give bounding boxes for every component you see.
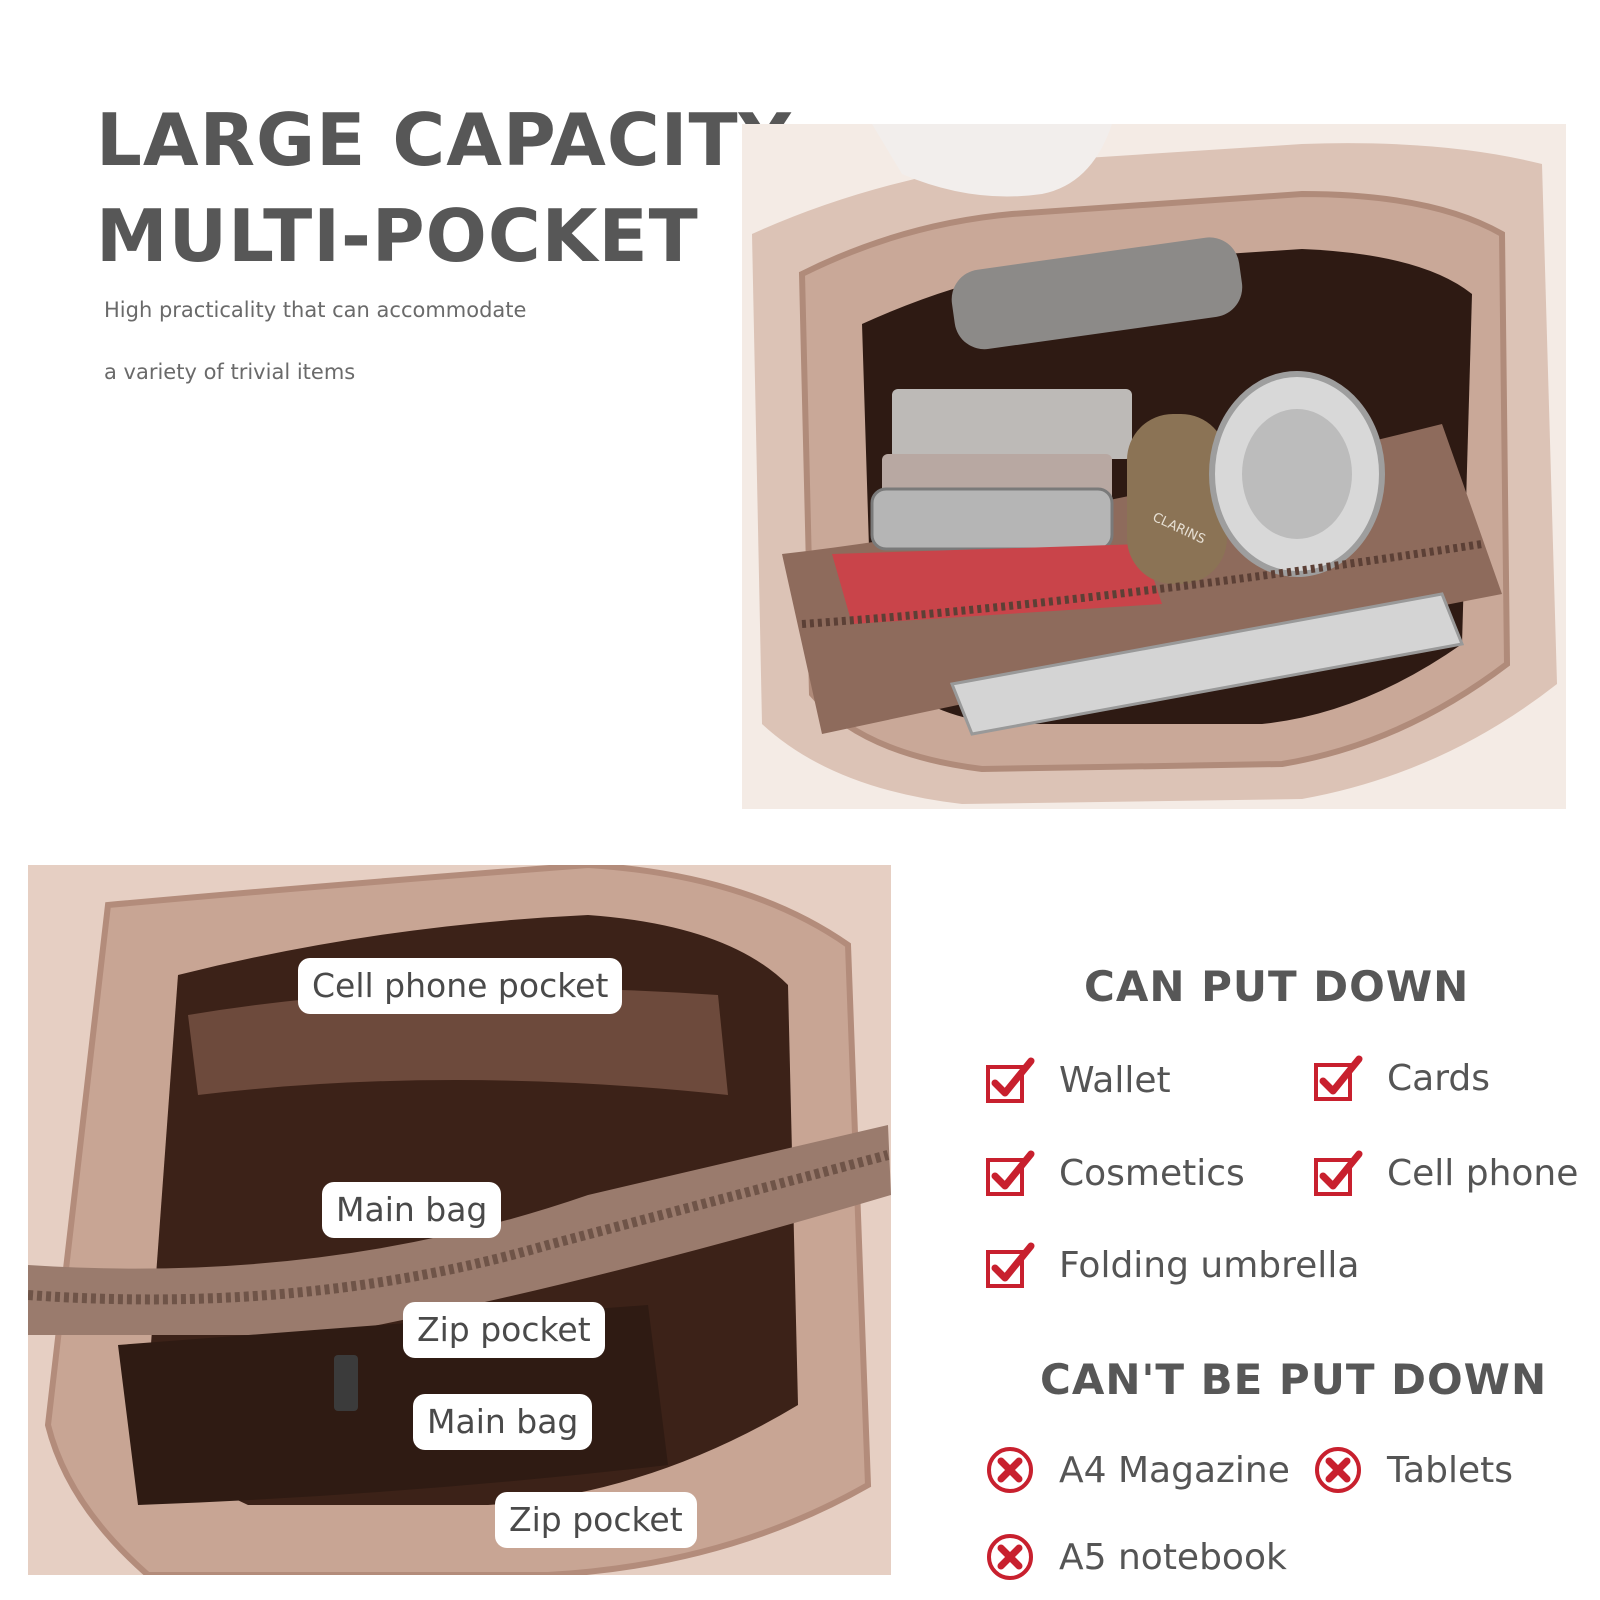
cant-put-down-heading: CAN'T BE PUT DOWN	[1040, 1355, 1548, 1404]
disallowed-item-label: A5 notebook	[1059, 1536, 1287, 1578]
allowed-item-label: Cards	[1387, 1057, 1490, 1099]
disallowed-item-label: Tablets	[1387, 1449, 1513, 1491]
bag-contents-photo: CLARINS	[742, 124, 1566, 809]
cross-circle-icon	[987, 1447, 1033, 1493]
checkmark-icon	[986, 1150, 1035, 1196]
callout-main-bag-lower: Main bag	[413, 1394, 593, 1450]
disallowed-item-a4-magazine: A4 Magazine	[985, 1445, 1290, 1495]
callout-main-bag: Main bag	[322, 1182, 502, 1238]
checkmark-icon	[1314, 1150, 1363, 1196]
callout-zip-pocket: Zip pocket	[403, 1302, 605, 1358]
allowed-item-wallet: Wallet	[985, 1055, 1171, 1105]
allowed-item-label: Folding umbrella	[1059, 1244, 1360, 1286]
title-line-2: MULTI-POCKET	[96, 194, 699, 278]
checkmark-icon	[1314, 1055, 1363, 1101]
callout-zip-pocket-lower: Zip pocket	[495, 1492, 697, 1548]
disallowed-item-a5-notebook: A5 notebook	[985, 1532, 1287, 1582]
allowed-item-cell-phone: Cell phone	[1313, 1148, 1578, 1198]
cross-circle-icon	[1315, 1447, 1361, 1493]
bag-pockets-illustration	[28, 865, 891, 1575]
title-line-1: LARGE CAPACITY	[96, 98, 792, 182]
cross-circle-icon	[987, 1534, 1033, 1580]
checkmark-icon	[986, 1242, 1035, 1288]
checkmark-icon	[986, 1057, 1035, 1103]
can-put-down-heading: CAN PUT DOWN	[1084, 962, 1470, 1011]
allowed-item-label: Wallet	[1059, 1059, 1171, 1101]
subtitle-line-1: High practicality that can accommodate	[104, 298, 527, 322]
subtitle-line-2: a variety of trivial items	[104, 360, 356, 384]
allowed-item-cards: Cards	[1313, 1053, 1490, 1103]
disallowed-item-label: A4 Magazine	[1059, 1449, 1290, 1491]
page-title: LARGE CAPACITY MULTI-POCKET	[96, 92, 792, 284]
allowed-item-cosmetics: Cosmetics	[985, 1148, 1245, 1198]
disallowed-item-tablets: Tablets	[1313, 1445, 1513, 1495]
bag-contents-illustration: CLARINS	[752, 124, 1557, 804]
allowed-item-label: Cosmetics	[1059, 1152, 1245, 1194]
allowed-item-folding-umbrella: Folding umbrella	[985, 1240, 1359, 1290]
callout-cell-phone-pocket: Cell phone pocket	[298, 958, 623, 1014]
allowed-item-label: Cell phone	[1387, 1152, 1579, 1194]
